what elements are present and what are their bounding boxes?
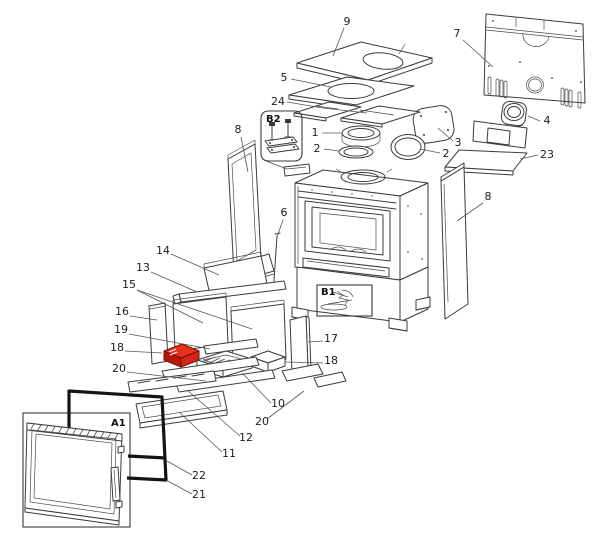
part-22-door-gasket — [67, 389, 168, 482]
part-3-cover-plate — [412, 105, 455, 144]
callout-13: 13 — [136, 261, 150, 274]
part-7-back-panel — [483, 13, 586, 109]
callout-23: 23 — [540, 148, 554, 161]
door-handle — [110, 466, 121, 502]
callout-22: 22 — [192, 469, 206, 482]
callout-10: 10 — [271, 397, 285, 410]
callout-17: 17 — [324, 332, 338, 345]
callout-14: 14 — [156, 244, 170, 257]
box-label-a1: A1 — [111, 418, 126, 429]
detail-box-b1: B1 — [316, 284, 373, 317]
part-2-gasket-ring-top — [338, 145, 374, 159]
callout-labels: 9 7 5 24 8 1 2 3 2 4 23 8 6 14 13 15 16 … — [110, 15, 554, 501]
callout-20-bottom: 20 — [255, 415, 269, 428]
callout-3: 3 — [455, 136, 462, 149]
pedestal-base — [291, 266, 431, 332]
callout-20-left: 20 — [112, 362, 126, 375]
part-5-inner-top-plate — [288, 76, 415, 110]
detail-box-b2: B2 — [260, 110, 303, 170]
callout-8-left: 8 — [235, 123, 242, 136]
box-label-b2: B2 — [266, 114, 281, 125]
callout-1: 1 — [312, 126, 319, 139]
part-23-bracket-shelf — [444, 120, 528, 176]
callout-8-right: 8 — [485, 190, 492, 203]
part-6-operating-rod — [273, 232, 281, 288]
callout-15: 15 — [122, 278, 136, 291]
bracket-bars — [264, 136, 300, 154]
callout-7: 7 — [454, 27, 461, 40]
part-18-firebrick-highlighted[interactable] — [163, 343, 200, 368]
callout-19: 19 — [114, 323, 128, 336]
callout-21: 21 — [192, 488, 206, 501]
callout-5: 5 — [281, 71, 288, 84]
detail-box-a1: A1 — [22, 412, 131, 528]
part-8-side-panel-right — [440, 162, 469, 320]
callout-11: 11 — [222, 447, 236, 460]
callout-6: 6 — [281, 206, 288, 219]
box-label-b1: B1 — [321, 287, 336, 298]
callout-12: 12 — [239, 431, 253, 444]
part-24-baffle-plates — [293, 101, 421, 128]
leader-lines — [124, 27, 541, 495]
door-assembly — [24, 422, 125, 526]
callout-16: 16 — [115, 305, 129, 318]
callout-18-right: 18 — [324, 354, 338, 367]
callout-9: 9 — [344, 15, 351, 28]
part-9-top-plate — [296, 41, 433, 86]
part-17-firebrick-right — [289, 315, 312, 373]
callout-18-left: 18 — [110, 341, 124, 354]
part-19-support-strip — [203, 338, 259, 355]
part-2-gasket-ring-right — [390, 134, 426, 160]
callout-2-right: 2 — [443, 147, 450, 160]
part-1-flue-spigot — [341, 125, 381, 148]
part-4-flue-collar — [500, 100, 528, 128]
part-21-glass-gasket — [127, 454, 167, 460]
callout-24: 24 — [271, 95, 285, 108]
callout-2-top: 2 — [314, 142, 321, 155]
part-20-strips — [161, 356, 347, 393]
callout-4: 4 — [544, 114, 551, 127]
stove-body — [283, 163, 429, 281]
